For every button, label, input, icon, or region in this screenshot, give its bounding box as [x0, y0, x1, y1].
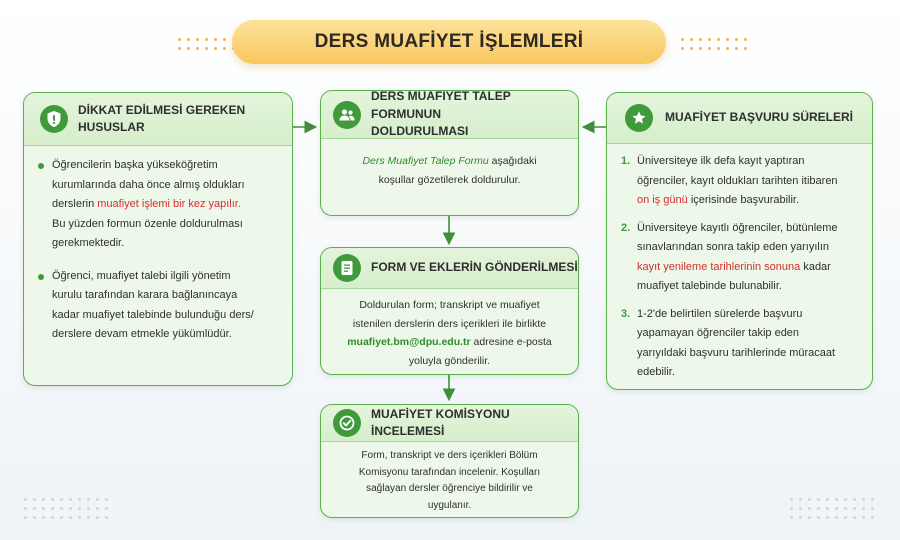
page-title: DERS MUAFİYET İŞLEMLERİ [232, 20, 666, 64]
step-fill-form-header: DERS MUAFİYET TALEP FORMUNUN DOLDURULMAS… [321, 91, 578, 139]
bullet-icon [38, 163, 44, 169]
considerations-card: DİKKAT EDİLMESİ GEREKEN HUSUSLAR Öğrenci… [23, 92, 293, 386]
step-commission-review-title: MUAFİYET KOMİSYONU İNCELEMESİ [371, 406, 510, 438]
period-item-3: 3. 1-2'de belirtilen sürelerde başvuru y… [621, 307, 836, 379]
decor-dots-bottom-left [24, 498, 108, 519]
users-icon [333, 100, 361, 129]
step-commission-review-header: MUAFİYET KOMİSYONU İNCELEMESİ [321, 405, 578, 442]
star-icon [625, 104, 653, 132]
step-fill-form-body: Ders Muafiyet Talep Formu aşağıdaki koşu… [362, 155, 537, 186]
application-periods-card: MUAFİYET BAŞVURU SÜRELERİ 1. Üniversitey… [606, 92, 873, 390]
ten-working-days-highlight: on iş günü [637, 194, 688, 206]
period-item-2: 2. Üniversiteye kayıtlı öğrenciler, bütü… [621, 221, 838, 293]
document-icon [333, 254, 361, 282]
step-send-form-card: FORM VE EKLERİN GÖNDERİLMESİ Doldurulan … [320, 247, 579, 375]
considerations-card-title: DİKKAT EDİLMESİ GEREKEN HUSUSLAR [78, 102, 246, 134]
registration-deadline-highlight: kayıt yenileme tarihlerinin sonuna [637, 260, 801, 273]
form-name-highlight: Ders Muafiyet Talep Formu [362, 155, 489, 167]
check-circle-icon [333, 409, 361, 437]
step-commission-review-body: Form, transkript ve ders içerikleri Bölü… [358, 450, 541, 511]
decor-dots-top-right [681, 38, 747, 50]
bullet-icon [38, 273, 44, 280]
application-periods-header: MUAFİYET BAŞVURU SÜRELERİ [607, 93, 872, 144]
step-fill-form-card: DERS MUAFİYET TALEP FORMUNUN DOLDURULMAS… [320, 90, 579, 216]
step-send-form-title: FORM VE EKLERİN GÖNDERİLMESİ [371, 260, 578, 275]
email-link[interactable]: muafiyet.bm@dpu.edu.tr [347, 336, 471, 348]
step-send-form-header: FORM VE EKLERİN GÖNDERİLMESİ [321, 248, 578, 289]
consideration-item-2: Öğrenci, muafiyet talebi ilgili yönetim … [38, 267, 278, 345]
period-item-1: 1. Üniversiteye ilk defa kayıt yaptıran … [621, 155, 838, 206]
step-fill-form-title: DERS MUAFİYET TALEP FORMUNUN DOLDURULMAS… [371, 90, 511, 139]
step-send-form-body: Doldurulan form; transkript ve muafiyet … [347, 299, 552, 367]
consideration-item-1: Öğrencilerin başka yükseköğretim kurumla… [38, 156, 278, 254]
application-periods-title: MUAFİYET BAŞVURU SÜRELERİ [665, 110, 854, 125]
shield-exclamation-icon [40, 105, 68, 133]
application-periods-body: 1. Üniversiteye ilk defa kayıt yaptıran … [607, 144, 872, 389]
decor-dots-bottom-right [790, 498, 874, 519]
once-only-highlight: muafiyet işlemi bir kez yapılır. [97, 198, 241, 210]
considerations-card-body: Öğrencilerin başka yükseköğretim kurumla… [24, 146, 292, 385]
step-commission-review-card: MUAFİYET KOMİSYONU İNCELEMESİ Form, tran… [320, 404, 579, 518]
considerations-card-header: DİKKAT EDİLMESİ GEREKEN HUSUSLAR [24, 93, 292, 146]
